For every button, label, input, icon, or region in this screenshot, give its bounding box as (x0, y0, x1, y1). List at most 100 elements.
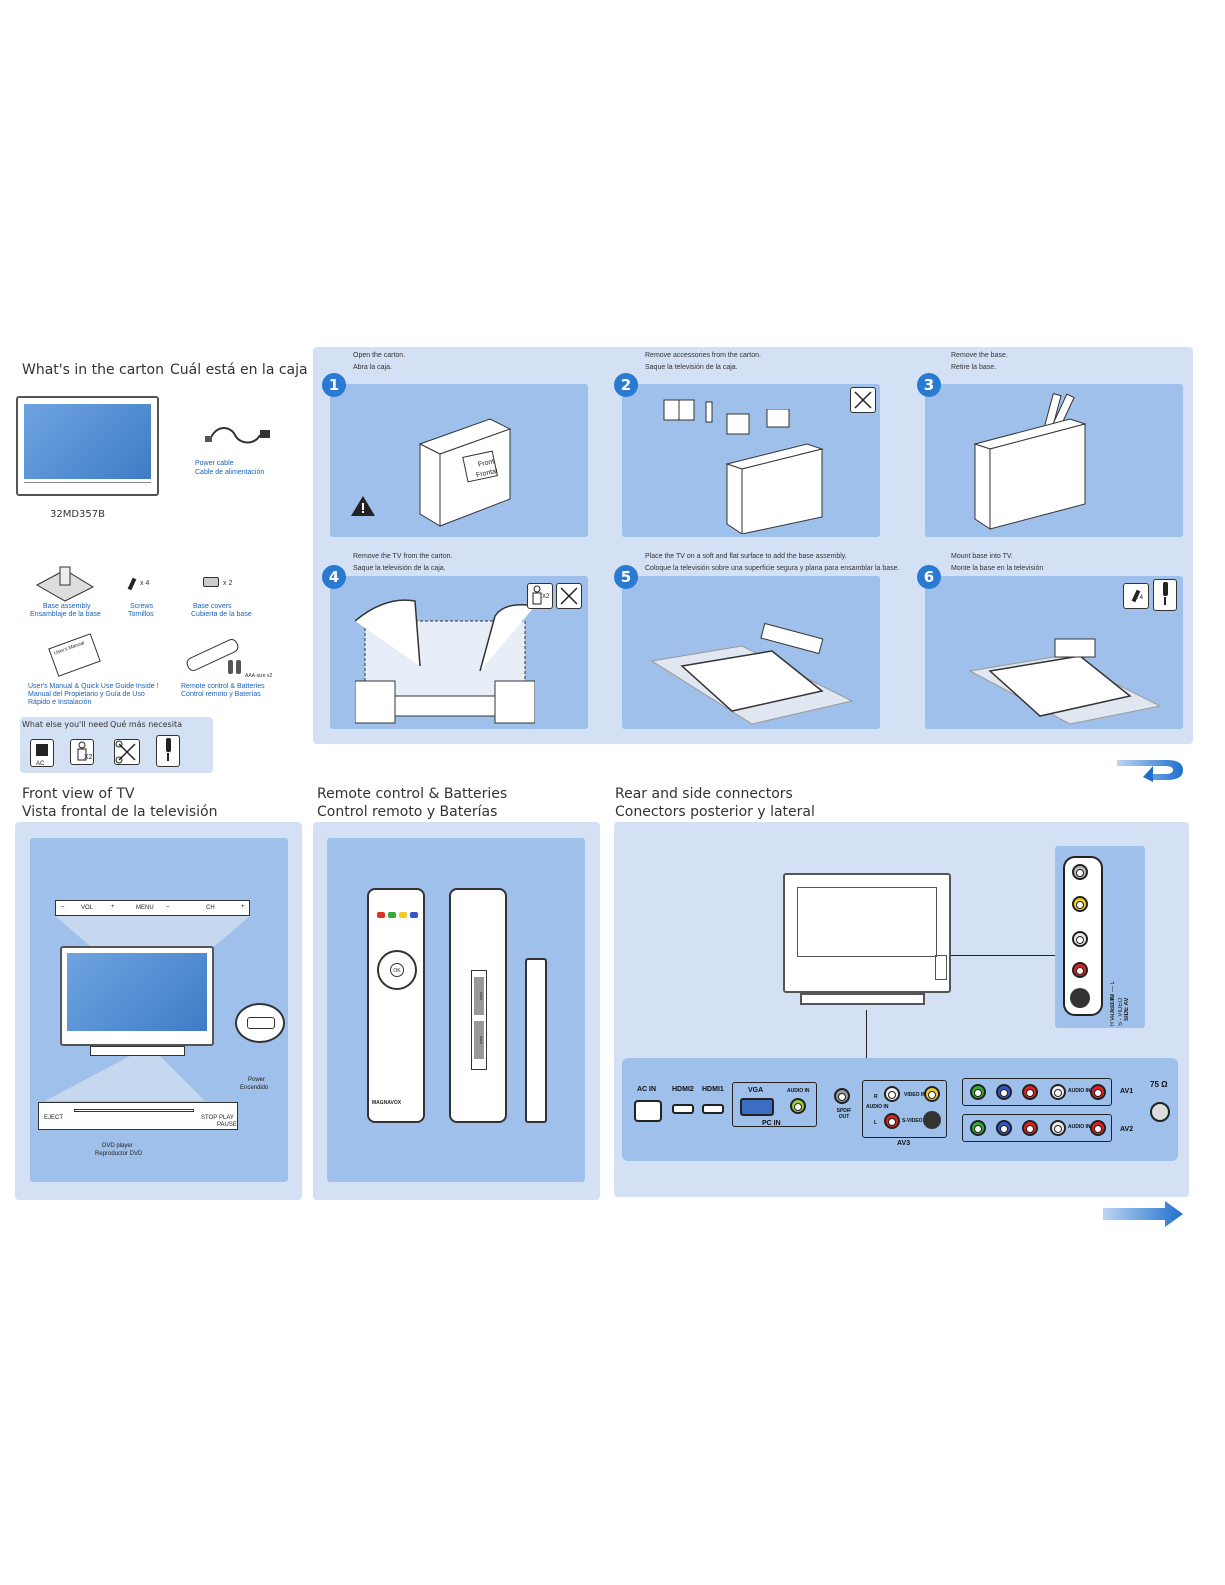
aaa-label: AAA-size x2 (245, 673, 273, 679)
battery-cover (525, 958, 547, 1123)
scissors-icon (114, 739, 140, 765)
rear-tv-stand (800, 993, 925, 1005)
av1-pb-jack (996, 1084, 1012, 1100)
av3-video-jack (924, 1086, 940, 1102)
av2-audio-l-jack (1050, 1120, 1066, 1136)
model-number: 32MD357B (50, 509, 105, 520)
antenna-port (1150, 1102, 1170, 1122)
tv-stand (90, 1046, 185, 1056)
antenna-label: 75 Ω (1150, 1080, 1168, 1089)
remote-es: Control remoto y Baterías (181, 691, 261, 698)
step1-illustration: Front Frontal (330, 384, 588, 537)
vol-plus-label: + (111, 904, 115, 910)
vol-label: VOL (81, 905, 94, 911)
rear-tv (783, 873, 951, 993)
av3-svideo-jack (923, 1111, 941, 1129)
manual-cover-text: User's Manual (53, 640, 86, 657)
side-audio-label: R — AUDIO — L (1110, 980, 1116, 1026)
step6-text-en: Mount base into TV. (951, 553, 1013, 560)
menu-label: MENU (136, 905, 154, 911)
remote-title-en: Remote control & Batteries (317, 786, 508, 802)
covers-count: x 2 (223, 580, 233, 587)
warning-icon (351, 496, 375, 516)
ch-minus-label: – (166, 904, 170, 910)
av2-label: AV2 (1120, 1126, 1134, 1133)
step1-text-en: Open the carton. (353, 352, 406, 359)
hdmi1-label: HDMI1 (702, 1086, 724, 1093)
step4-text-es: Saque la televisión de la caja. (353, 565, 446, 572)
ok-label: OK (390, 963, 404, 977)
battery-compartment: AAA AAA (471, 970, 487, 1070)
screws-count: x 4 (140, 580, 150, 587)
step2-text-en: Remove accessories from the carton. (645, 352, 761, 359)
side-svideo-jack (1070, 988, 1090, 1008)
remote-front: OK MAGNAVOX (367, 888, 425, 1123)
pc-audio-in-label: AUDIO IN (787, 1088, 810, 1094)
dvd-strip: EJECT STOP PLAY PAUSE (38, 1102, 238, 1130)
dvd-label-es: Reproductor DVD (95, 1151, 143, 1157)
step5-text-es: Coloque la televisión sobre una superfic… (645, 565, 900, 572)
ac-label: AC (36, 761, 45, 767)
need-panel: What else you'll need Qué más necesita A… (20, 717, 213, 773)
scissors-icon-step4 (556, 583, 582, 609)
step3-text-en: Remove the base. (951, 352, 1008, 359)
two-people-icon (70, 739, 94, 765)
need-title-es: Qué más necesita (110, 720, 182, 729)
base-cover-icon (203, 577, 219, 587)
scissors-icon-step2 (850, 387, 876, 413)
tv-illustration (16, 396, 159, 496)
av1-label: AV1 (1120, 1088, 1134, 1095)
step1-number: 1 (322, 373, 346, 397)
screws-es: Tornillos (128, 611, 154, 618)
vol-minus-label: – (61, 904, 65, 910)
screw-icon (127, 577, 137, 591)
spdif-label: SPDIF OUT (836, 1108, 852, 1120)
screws-en: Screws (130, 603, 153, 610)
front-view-illustration: – VOL + MENU – CH + Power Encendido EJEC… (30, 838, 288, 1182)
carton-title-es: Cuál está en la caja (170, 362, 308, 378)
rear-title-es: Conectors posterior y lateral (615, 804, 815, 820)
av2-audio-label: AUDIO IN (1068, 1124, 1091, 1130)
two-people-icon-step4 (527, 583, 553, 609)
ch-plus-label: + (241, 904, 245, 910)
people-count: X2 (84, 754, 93, 761)
av3-label: AV3 (897, 1140, 911, 1147)
dvd-label-en: DVD player (102, 1143, 133, 1149)
control-strip: – VOL + MENU – CH + (55, 900, 250, 916)
step4-text-en: Remove the TV from the carton. (353, 553, 453, 560)
manual-en: User's Manual & Quick Use Guide Inside ! (28, 683, 159, 690)
rear-title-en: Rear and side connectors (615, 786, 793, 802)
step6-text-es: Monte la base en la televisión (951, 565, 1044, 572)
pc-in-label: PC IN (762, 1120, 781, 1127)
base-assembly-es: Ensamblaje de la base (30, 611, 101, 618)
step6-number: 6 (917, 565, 941, 589)
next-page-arrow-icon (1103, 1201, 1183, 1227)
side-video-in-jack (1072, 896, 1088, 912)
step3-text-es: Retire la base. (951, 364, 997, 371)
screwdriver-icon (156, 735, 180, 767)
remote-title-es: Control remoto y Baterías (317, 804, 498, 820)
av1-audio-l-jack (1050, 1084, 1066, 1100)
av2-group (962, 1114, 1112, 1142)
screw-icon-step6 (1123, 583, 1149, 609)
remote-back: AAA AAA (449, 888, 507, 1123)
power-cable-label-es: Cable de alimentación (195, 469, 265, 476)
av1-audio-r-jack (1090, 1084, 1106, 1100)
side-audio-r-jack (1072, 962, 1088, 978)
dpad: OK (377, 950, 417, 990)
av2-pr-jack (1022, 1120, 1038, 1136)
manual-es2: Rápido e Instalación (28, 699, 92, 706)
vga-label: VGA (748, 1087, 764, 1094)
power-zoom (235, 1003, 285, 1043)
battery-icon-2 (236, 660, 241, 674)
covers-en: Base covers (193, 603, 232, 610)
aaa-battery-2: AAA (474, 1021, 484, 1059)
accessories-icon (663, 399, 713, 423)
pc-audio-in-jack (790, 1098, 806, 1114)
av2-audio-r-jack (1090, 1120, 1106, 1136)
front-tv (60, 946, 214, 1046)
battery-icon (228, 660, 233, 674)
side-av-panel: VIDEO IN SIDE AV R — AUDIO — L S - VIDEO (1055, 846, 1145, 1028)
side-svideo-label: S - VIDEO (1118, 997, 1124, 1026)
step4-illustration: X2 (330, 576, 588, 729)
